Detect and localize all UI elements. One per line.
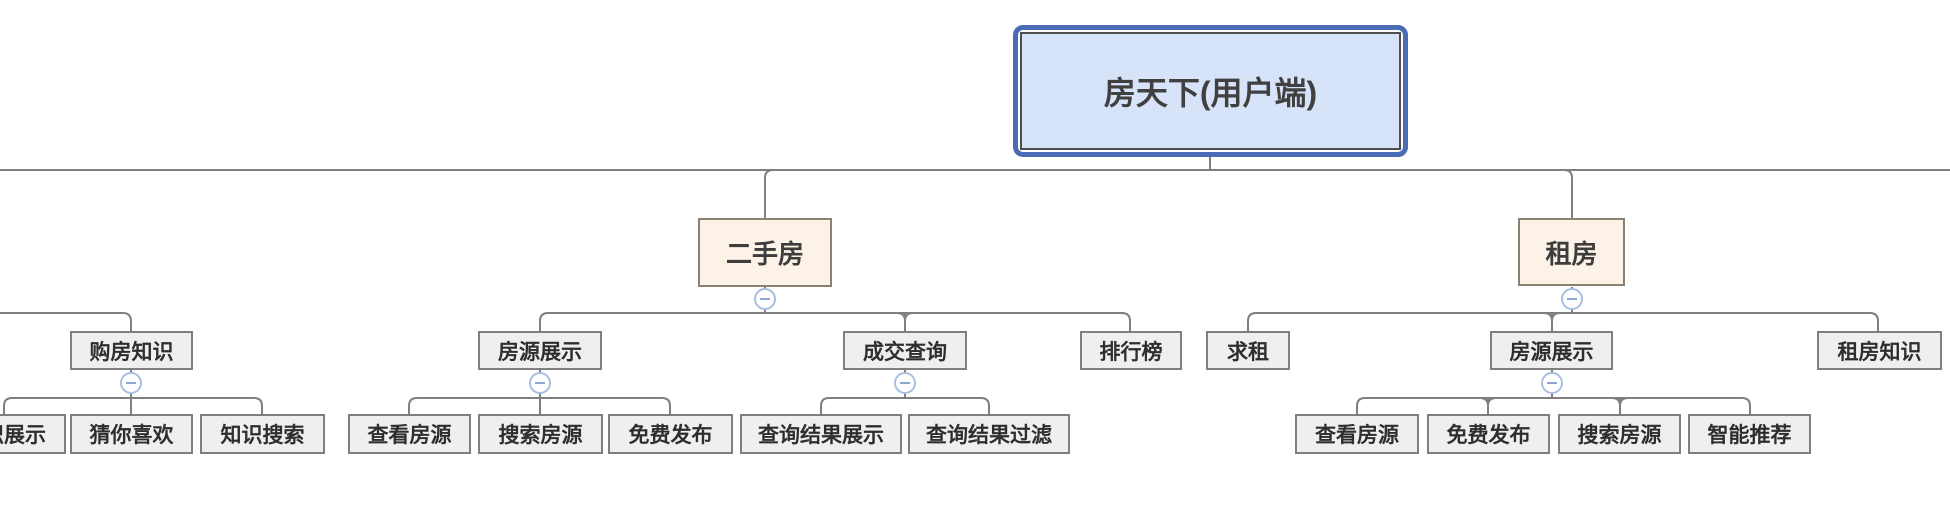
node-label: 免费发布 bbox=[1446, 424, 1531, 447]
node-label: 购房知识 bbox=[89, 340, 174, 364]
node-listing-display-1[interactable]: 房源展示 bbox=[478, 331, 602, 370]
root-node[interactable]: 房天下(用户端) bbox=[1020, 32, 1401, 150]
node-free-publish-2[interactable]: 免费发布 bbox=[1427, 414, 1550, 454]
node-query-result-filter[interactable]: 查询结果过滤 bbox=[908, 414, 1070, 454]
node-label: 查看房源 bbox=[367, 424, 452, 447]
branch-node-label: 租房 bbox=[1545, 238, 1598, 269]
node-label: 搜索房源 bbox=[498, 424, 583, 447]
branch-node-secondhand[interactable]: 二手房 bbox=[698, 218, 832, 287]
minus-bar bbox=[1547, 382, 1557, 384]
connector-listing1-bus bbox=[408, 397, 671, 414]
node-label: 搜索房源 bbox=[1577, 424, 1662, 447]
node-label: 房源展示 bbox=[1509, 340, 1594, 364]
node-label: 租房知识 bbox=[1837, 340, 1922, 364]
connector-rentlisting-bus bbox=[1356, 397, 1751, 414]
node-label: 成交查询 bbox=[863, 340, 947, 364]
collapse-minus-icon-dealquery[interactable] bbox=[894, 372, 916, 394]
node-buying-knowledge[interactable]: 购房知识 bbox=[70, 331, 193, 370]
node-label: 猜你喜欢 bbox=[89, 424, 174, 447]
minus-bar bbox=[900, 382, 910, 384]
branch-node-rent[interactable]: 租房 bbox=[1518, 218, 1625, 286]
root-node-label: 房天下(用户端) bbox=[1103, 75, 1318, 111]
connector-offscreen-to-knowledge bbox=[0, 312, 132, 331]
connector-knowledge-bus bbox=[3, 397, 263, 414]
connector-rent-bus bbox=[1247, 312, 1879, 331]
node-view-listings-2[interactable]: 查看房源 bbox=[1295, 414, 1419, 454]
node-search-listings-2[interactable]: 搜索房源 bbox=[1558, 414, 1681, 454]
node-label: 查询结果展示 bbox=[758, 424, 884, 447]
connector-secondhand-bus bbox=[539, 312, 1131, 331]
connector-rentlisting-drop bbox=[1543, 312, 1561, 331]
node-knowledge-search[interactable]: 知识搜索 bbox=[200, 414, 325, 454]
collapse-minus-icon-knowledge[interactable] bbox=[120, 372, 142, 394]
node-ranking[interactable]: 排行榜 bbox=[1080, 331, 1182, 370]
node-free-publish-1[interactable]: 免费发布 bbox=[608, 414, 733, 454]
node-search-listings-1[interactable]: 搜索房源 bbox=[478, 414, 603, 454]
node-view-listings-1[interactable]: 查看房源 bbox=[348, 414, 471, 454]
node-rent-seek[interactable]: 求租 bbox=[1206, 331, 1290, 370]
node-label: 求租 bbox=[1227, 340, 1269, 364]
node-label: 查询结果过滤 bbox=[926, 424, 1052, 447]
connector-elbow-rent bbox=[1563, 169, 1573, 218]
node-label: 房源展示 bbox=[498, 340, 582, 364]
node-rent-knowledge[interactable]: 租房知识 bbox=[1817, 331, 1942, 370]
connector-elbow-secondhand bbox=[764, 169, 774, 218]
branch-node-label: 二手房 bbox=[725, 239, 804, 269]
node-label: 查看房源 bbox=[1315, 424, 1399, 447]
collapse-minus-icon-listing2[interactable] bbox=[1541, 372, 1563, 394]
node-label: 免费发布 bbox=[628, 424, 713, 447]
root-node-selection-frame[interactable]: 房天下(用户端) bbox=[1013, 25, 1408, 157]
node-query-result-display[interactable]: 查询结果展示 bbox=[740, 414, 902, 454]
connector-dealquery-drop bbox=[896, 312, 914, 331]
minus-bar bbox=[1567, 298, 1577, 300]
minus-bar bbox=[535, 382, 545, 384]
node-listing-display-2[interactable]: 房源展示 bbox=[1490, 331, 1613, 370]
connector-dealquery-bus bbox=[820, 397, 990, 414]
connector-rentsearch-drop bbox=[1611, 397, 1629, 414]
minus-bar bbox=[760, 298, 770, 300]
node-label: 知识搜索 bbox=[220, 424, 305, 447]
node-label: 排行榜 bbox=[1099, 340, 1163, 364]
collapse-minus-icon-listing1[interactable] bbox=[529, 372, 551, 394]
collapse-minus-icon-secondhand[interactable] bbox=[754, 288, 776, 310]
node-smart-recommend[interactable]: 智能推荐 bbox=[1688, 414, 1811, 454]
node-label: 智能推荐 bbox=[1707, 424, 1792, 447]
node-deal-query[interactable]: 成交查询 bbox=[843, 331, 967, 370]
node-guess-you-like[interactable]: 猜你喜欢 bbox=[70, 414, 193, 454]
connector-rentpublish-drop bbox=[1479, 397, 1497, 414]
minus-bar bbox=[126, 382, 136, 384]
collapse-minus-icon-rent[interactable] bbox=[1561, 288, 1583, 310]
